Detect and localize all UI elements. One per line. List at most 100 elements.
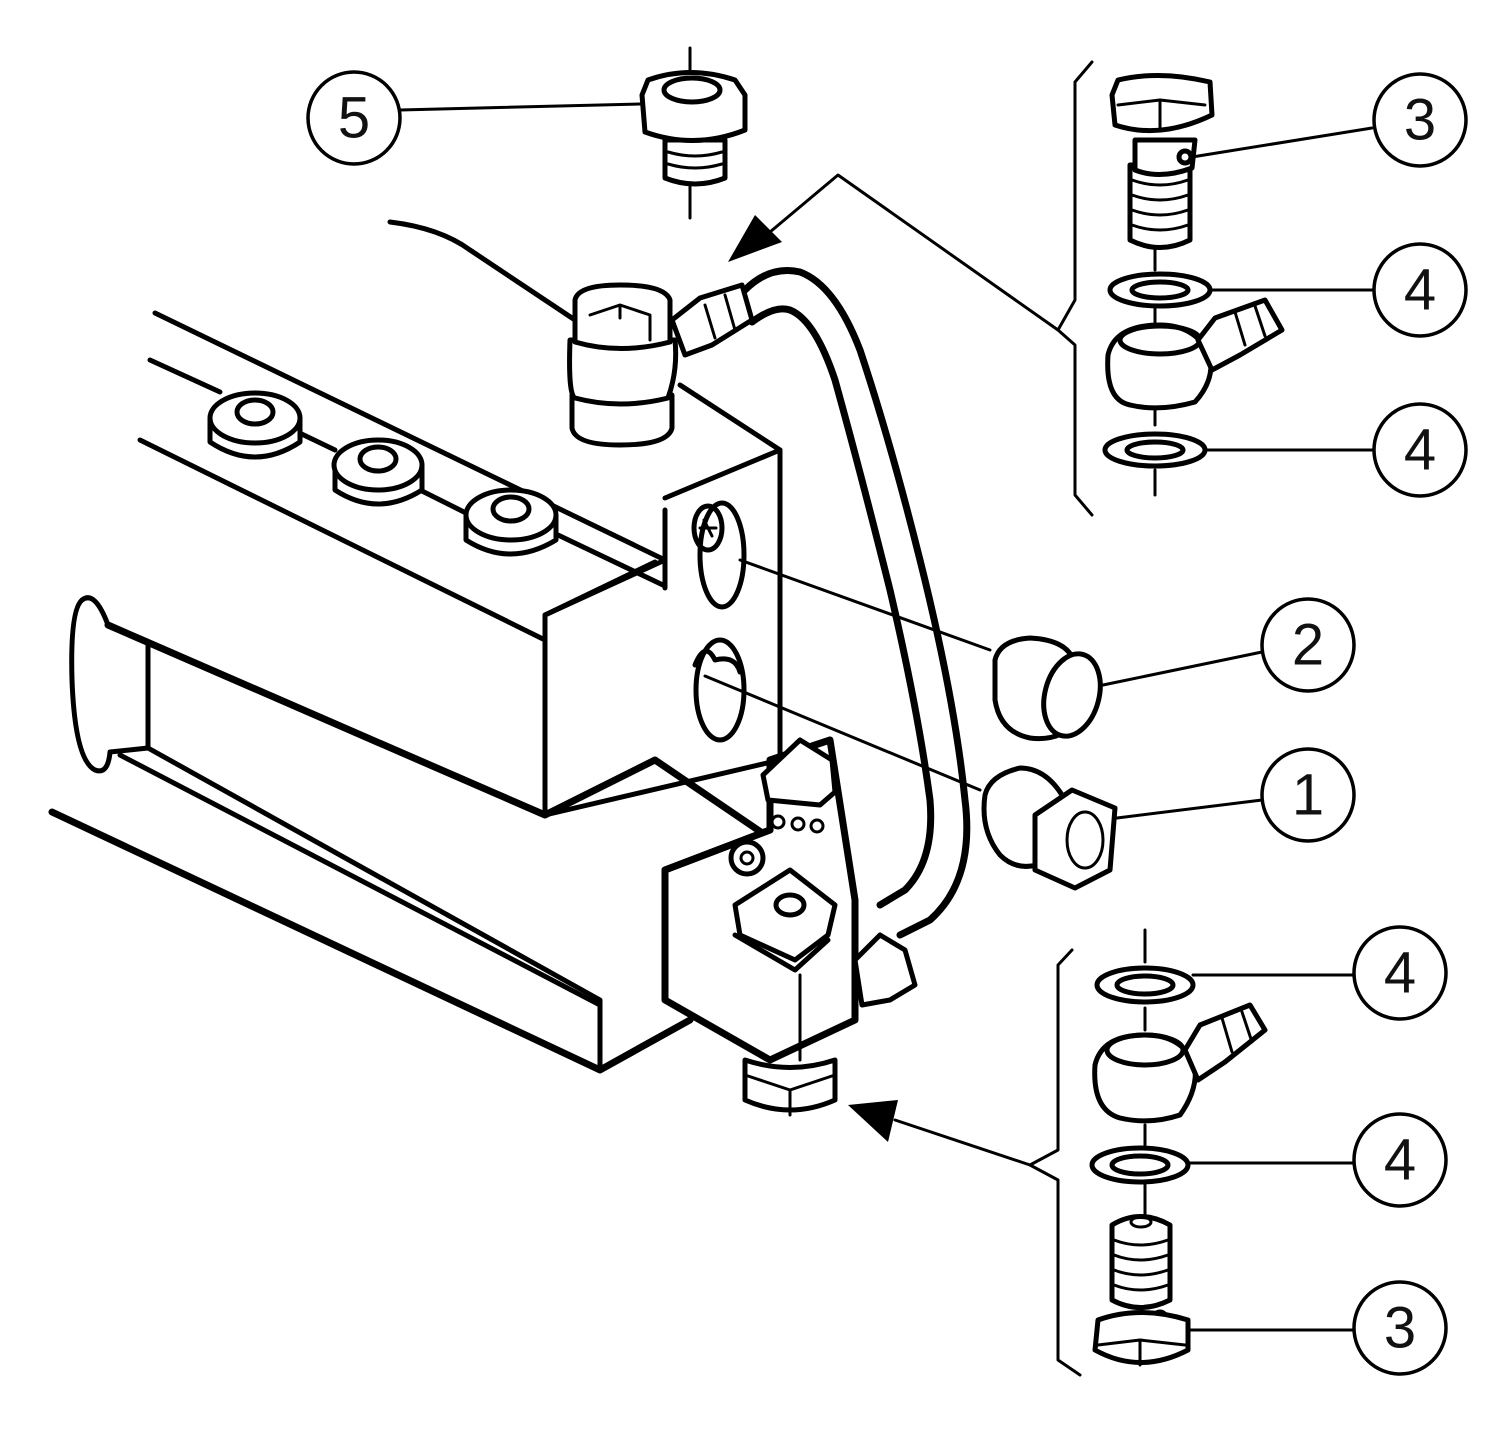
hose-nut-bottom: [852, 932, 918, 1008]
lower-brace: [1028, 948, 1082, 1377]
connector-base: [732, 932, 831, 973]
lower-leader-line: [893, 1118, 1032, 1167]
rail-edge-3: [137, 437, 548, 643]
port-lower-detail: [692, 648, 743, 675]
bolt-thread-lines: [1130, 178, 1190, 232]
rail-edge-1: [152, 310, 668, 563]
leader-5: [398, 102, 642, 112]
callout-4-bot-b[interactable]: 4: [1352, 1112, 1448, 1208]
indicator-dot-2: [790, 816, 806, 832]
banjo-bolt-lower-thread: [1109, 1214, 1173, 1310]
housing-bottom: [145, 745, 603, 1073]
union-thread-bore: [1065, 810, 1105, 870]
washer-lower-a-hole: [1114, 973, 1176, 997]
callout-4-top-a-label: 4: [1404, 258, 1436, 323]
valve-block: [661, 736, 918, 1117]
pipe: [741, 267, 971, 939]
bolt-hex-facets: [1116, 98, 1207, 132]
callout-4-bot-a-label: 4: [1384, 941, 1416, 1006]
housing-top-edge: [104, 621, 784, 849]
rail-edge-2a: [147, 357, 223, 395]
indicator-dot-3: [809, 818, 825, 834]
bolt-neck: [1132, 137, 1198, 177]
leader-part1-port: [703, 674, 982, 792]
base-rail: [48, 808, 694, 1074]
block-top-right: [662, 447, 783, 501]
cap-rim: [1041, 651, 1103, 739]
washer-upper-b: [1102, 431, 1208, 469]
upper-banjo-installed: [387, 219, 755, 448]
bolt-hex-head: [1109, 73, 1215, 134]
callout-1[interactable]: 1: [1260, 747, 1356, 843]
callout-2[interactable]: 2: [1260, 597, 1356, 693]
valve-top-edge: [661, 826, 774, 874]
leader-2: [1101, 650, 1264, 687]
callout-5[interactable]: 5: [306, 70, 402, 166]
plug-thread: [662, 137, 728, 187]
callout-leaders: [398, 102, 1377, 1332]
block-front-corner: [542, 557, 668, 818]
bolt-lower-bore: [1129, 1215, 1153, 1229]
bottom-hex: [742, 1057, 838, 1113]
bolt-lower-hex-facets: [1096, 1338, 1187, 1367]
bolt-lower-hex-head: [1092, 1310, 1191, 1365]
banjo-bolt-thread: [1127, 162, 1193, 250]
rail-edge-2c: [417, 487, 473, 518]
upper-pointer: [728, 60, 1094, 517]
callout-4-bot-b-label: 4: [1384, 1128, 1416, 1193]
port-lower-outline: [693, 637, 747, 743]
upper-arrowhead-icon: [728, 215, 782, 262]
washer-upper-b-hole: [1124, 439, 1186, 461]
cap-screws: [207, 390, 559, 557]
port-upper-outline: [697, 500, 747, 610]
wire-lead: [387, 219, 578, 323]
callout-3-top[interactable]: 3: [1372, 72, 1468, 168]
valve-screw: [728, 839, 766, 877]
pipe-inner-wall: [748, 305, 935, 909]
washer-lower-b-hole: [1109, 1153, 1171, 1177]
washer-lower-b: [1089, 1145, 1191, 1185]
block-top-front: [542, 559, 658, 618]
upper-detail-parts: [1102, 73, 1285, 497]
plug-hex: [639, 70, 748, 144]
cap-screw-2: [331, 437, 425, 507]
callout-4-bot-a[interactable]: 4: [1352, 925, 1448, 1021]
leader-1: [1115, 798, 1264, 820]
callout-5-label: 5: [338, 86, 370, 151]
banjo-bolt-head: [572, 282, 673, 351]
lower-arrowhead-icon: [848, 1100, 898, 1142]
housing-ledge: [117, 752, 603, 1008]
cap-screw-3: [463, 487, 559, 557]
leader-part2-port: [738, 558, 992, 652]
hose-nut-flutes: [703, 293, 737, 340]
washer-upper-a: [1107, 271, 1213, 309]
upper-leader-line: [768, 173, 1060, 332]
spigot-flutes-lower: [1220, 1010, 1254, 1054]
connector-hole: [773, 892, 807, 918]
lower-detail-parts: [1089, 928, 1268, 1367]
callout-3-bot[interactable]: 3: [1352, 1280, 1448, 1376]
pipe-outer-wall: [741, 267, 971, 939]
callout-4-top-a[interactable]: 4: [1372, 242, 1468, 338]
plug-top-recess: [661, 75, 723, 105]
bottom-hex-facets: [743, 1073, 837, 1117]
washer-upper-a-hole: [1129, 279, 1191, 301]
manifold-body: [48, 310, 784, 1074]
washer-lower-a: [1094, 965, 1196, 1005]
plug-thread-lines: [666, 150, 724, 170]
banjo-lower-hex: [569, 392, 675, 448]
part-5-hex-plug: [639, 46, 748, 220]
banjo-body: [567, 337, 679, 407]
hex-facets: [588, 303, 652, 342]
callout-4-top-b-label: 4: [1404, 418, 1436, 483]
bolt-lower-thread-lines: [1112, 1238, 1170, 1292]
leader-3-top: [1190, 126, 1374, 159]
cap-screw-1: [207, 390, 303, 460]
valve-screw-socket: [739, 850, 755, 866]
callout-2-label: 2: [1292, 613, 1324, 678]
callout-4-top-b[interactable]: 4: [1372, 402, 1468, 498]
indicator-dot-1: [770, 814, 786, 830]
part-2-cap: [738, 558, 1103, 742]
